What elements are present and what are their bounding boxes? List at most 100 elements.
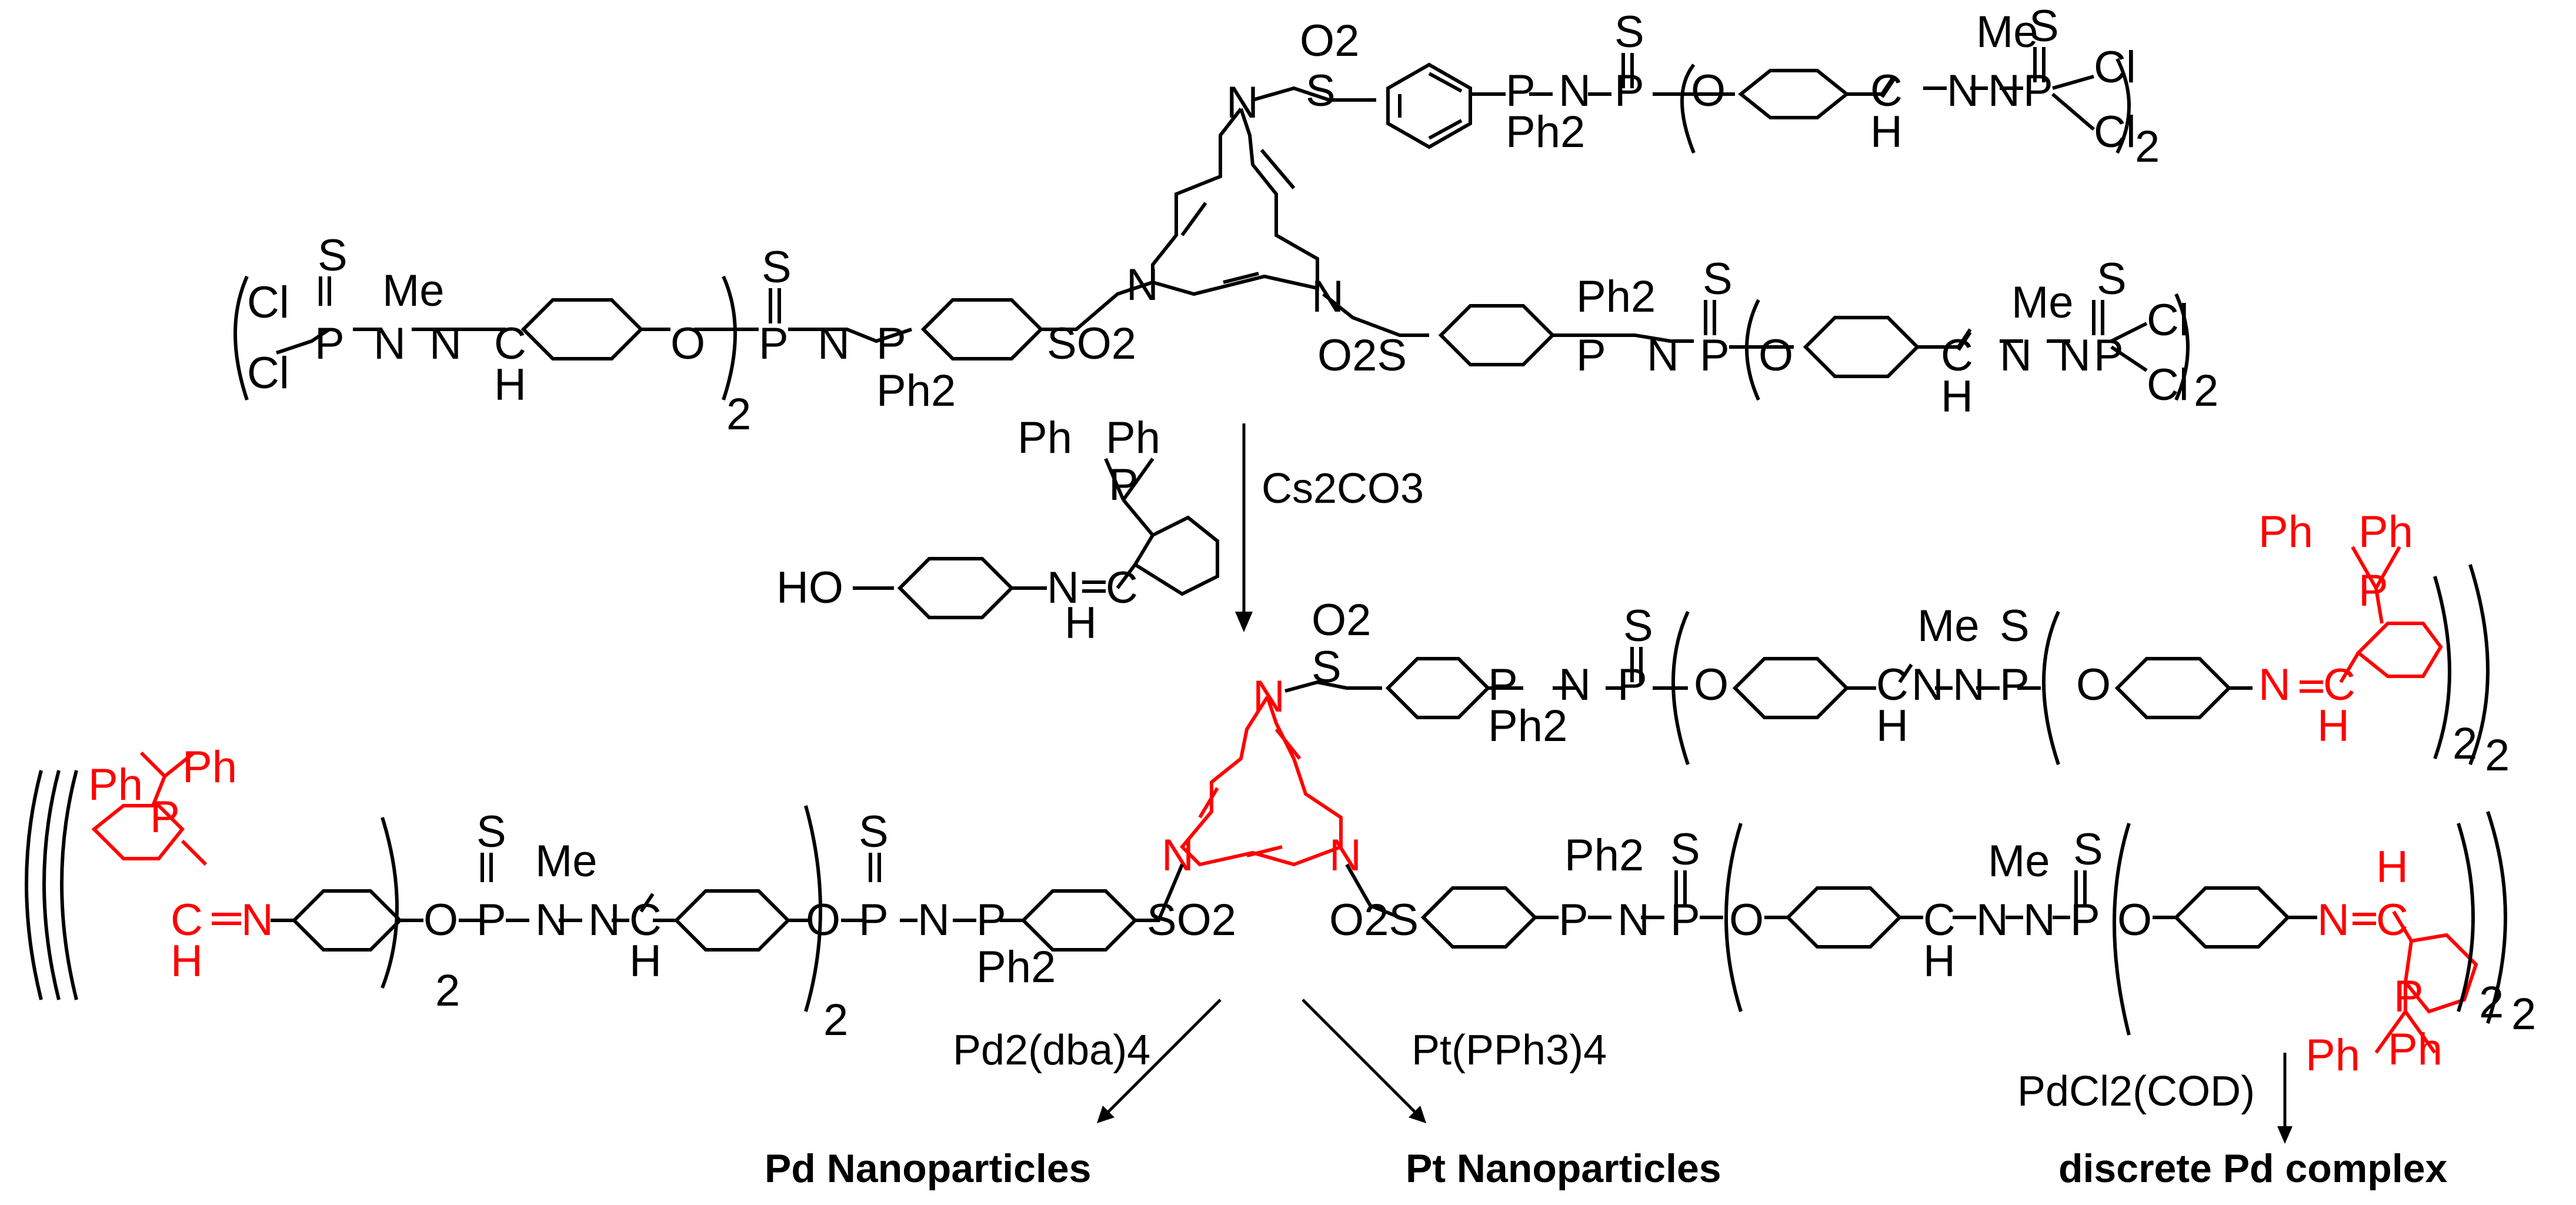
atom-s-l1: S: [318, 231, 348, 281]
atom-n-top-2: N: [1559, 66, 1591, 116]
product-pt-nanoparticles: Pt Nanoparticles: [1406, 1146, 1721, 1191]
prod-ph-red-l1: Ph: [88, 760, 143, 810]
atom-cl-l1: Cl: [247, 278, 289, 328]
prod-s-top-2: S: [1623, 601, 1653, 651]
atom-cl-top-1: Cl: [2094, 42, 2136, 92]
prod-s-top-3: S: [2000, 601, 2030, 651]
prod-n-r1: N: [1617, 895, 1650, 945]
prod-o-r2: O: [2117, 895, 2152, 945]
atom-o2s-r1: O2S: [1317, 331, 1407, 380]
atom-p-l2: P: [759, 319, 789, 369]
prod-2-r2: 2: [2511, 989, 2536, 1039]
product-pd-nanoparticles: Pd Nanoparticles: [765, 1146, 1092, 1191]
atom-n-r1: N: [1647, 331, 1679, 380]
atom-c-l1: C: [494, 319, 526, 369]
atom-n-top: N: [1226, 78, 1259, 128]
arrow-step1: Cs2CO3: [1235, 423, 1424, 632]
atom-p-top-2: P: [1614, 66, 1644, 116]
prod-p-top-2: P: [1617, 660, 1647, 710]
prod-p-top-3: P: [2000, 660, 2030, 710]
prod-h-red-l: H: [171, 936, 203, 986]
atom-s-top-2: S: [1614, 7, 1644, 57]
atom-c-r1: C: [1941, 331, 1973, 380]
reagent-pd2dba4: Pd2(dba)4: [953, 1027, 1150, 1074]
prod-s-l1: S: [476, 807, 506, 857]
atom-n-right: N: [1312, 272, 1344, 322]
prod-c-red-top: C: [2323, 660, 2355, 710]
prod-n-top-3: N: [1953, 660, 1985, 710]
arrow-complex: PdCl2(COD): [2017, 1053, 2293, 1144]
ligand-ho: HO: [776, 563, 843, 613]
prod-n-top: N: [1559, 660, 1591, 710]
atom-s-top-3: S: [2029, 1, 2059, 51]
reagent-pdcl2cod: PdCl2(COD): [2017, 1068, 2255, 1115]
product-n-top: N: [1253, 672, 1285, 722]
prod-p-r1: P: [1559, 895, 1589, 945]
prod-me-r1: Me: [1988, 836, 2050, 886]
prod-o-r1: O: [1729, 895, 1764, 945]
arrow-pd: Pd2(dba)4: [953, 999, 1222, 1123]
atom-cl-top-2: Cl: [2094, 107, 2136, 157]
prod-p-red-top: P: [2358, 566, 2388, 616]
prod-s-r2: S: [2073, 825, 2103, 874]
atom-2-r1: 2: [2194, 366, 2218, 416]
atom-s-r2: S: [2097, 254, 2127, 304]
starting-material: N S O2 P Ph2 N P S O C H N N Me P S Cl C…: [233, 1, 2218, 439]
atom-2-top: 2: [2135, 122, 2160, 172]
atom-n-l2: N: [429, 319, 462, 369]
prod-n-red-r: N: [2317, 895, 2350, 945]
atom-n-top-3: N: [1947, 66, 1979, 116]
atom-p-top-1: P: [1506, 66, 1536, 116]
atom-ph2-r1: Ph2: [1576, 272, 1656, 322]
atom-n-left: N: [1126, 260, 1159, 310]
prod-s-l2: S: [859, 807, 889, 857]
prod-n-r2: N: [1976, 895, 2008, 945]
atom-p-r3: P: [2094, 331, 2124, 380]
prod-p-l2: P: [859, 895, 889, 945]
prod-ph-red-top-1: Ph: [2258, 507, 2313, 557]
prod-o2s-r1: O2S: [1329, 895, 1419, 945]
atom-2-l1: 2: [726, 389, 751, 439]
prod-so2-l1: SO2: [1147, 895, 1236, 945]
prod-ph2-top: Ph2: [1488, 701, 1567, 751]
prod-p-r2: P: [1670, 895, 1700, 945]
ligand-c: C: [1106, 563, 1138, 613]
prod-c-top: C: [1876, 660, 1908, 710]
atom-cl-r2: Cl: [2147, 360, 2189, 410]
atom-h-l1: H: [494, 360, 526, 410]
prod-2-top-2: 2: [2485, 730, 2510, 780]
atom-h-r1: H: [1941, 372, 1973, 422]
prod-s-r1: S: [1670, 825, 1700, 874]
prod-s-top: S: [1312, 642, 1342, 692]
prod-n-red-top: N: [2258, 660, 2291, 710]
prod-c-red-l: C: [171, 895, 203, 945]
prod-p-top-1: P: [1488, 660, 1518, 710]
product-discrete-pd-complex: discrete Pd complex: [2058, 1146, 2448, 1191]
atom-n-r3: N: [2058, 331, 2091, 380]
arrow-pt: Pt(PPh3)4: [1302, 999, 1607, 1123]
prod-2-l2: 2: [823, 995, 848, 1045]
prod-ph2-l1: Ph2: [976, 942, 1056, 992]
atom-n-top-4: N: [1988, 66, 2020, 116]
prod-me-top: Me: [1917, 601, 1980, 651]
prod-h-red-top: H: [2317, 701, 2350, 751]
ligand-reagent: HO N C H P Ph Ph: [776, 413, 1219, 648]
atom-me-top: Me: [1976, 7, 2038, 57]
atom-so2-l1: SO2: [1047, 319, 1136, 369]
ligand-ph-2: Ph: [1106, 413, 1160, 463]
prod-n-red-l: N: [241, 895, 273, 945]
prod-o2-top: O2: [1312, 595, 1371, 645]
atom-o2-top: O2: [1300, 16, 1359, 66]
prod-p-l1: P: [476, 895, 506, 945]
atom-ph2-top: Ph2: [1506, 107, 1585, 157]
prod-c-red-r: C: [2376, 895, 2408, 945]
prod-2-top-1: 2: [2452, 719, 2477, 769]
ligand-n: N: [1047, 563, 1079, 613]
prod-p-r3: P: [2070, 895, 2100, 945]
prod-ph-red-r1: Ph: [2305, 1030, 2360, 1080]
atom-ph2-l1: Ph2: [876, 366, 956, 416]
prod-p-red-r: P: [2394, 972, 2424, 1022]
atom-p-l1: P: [315, 319, 345, 369]
atom-cl-r1: Cl: [2147, 295, 2189, 345]
